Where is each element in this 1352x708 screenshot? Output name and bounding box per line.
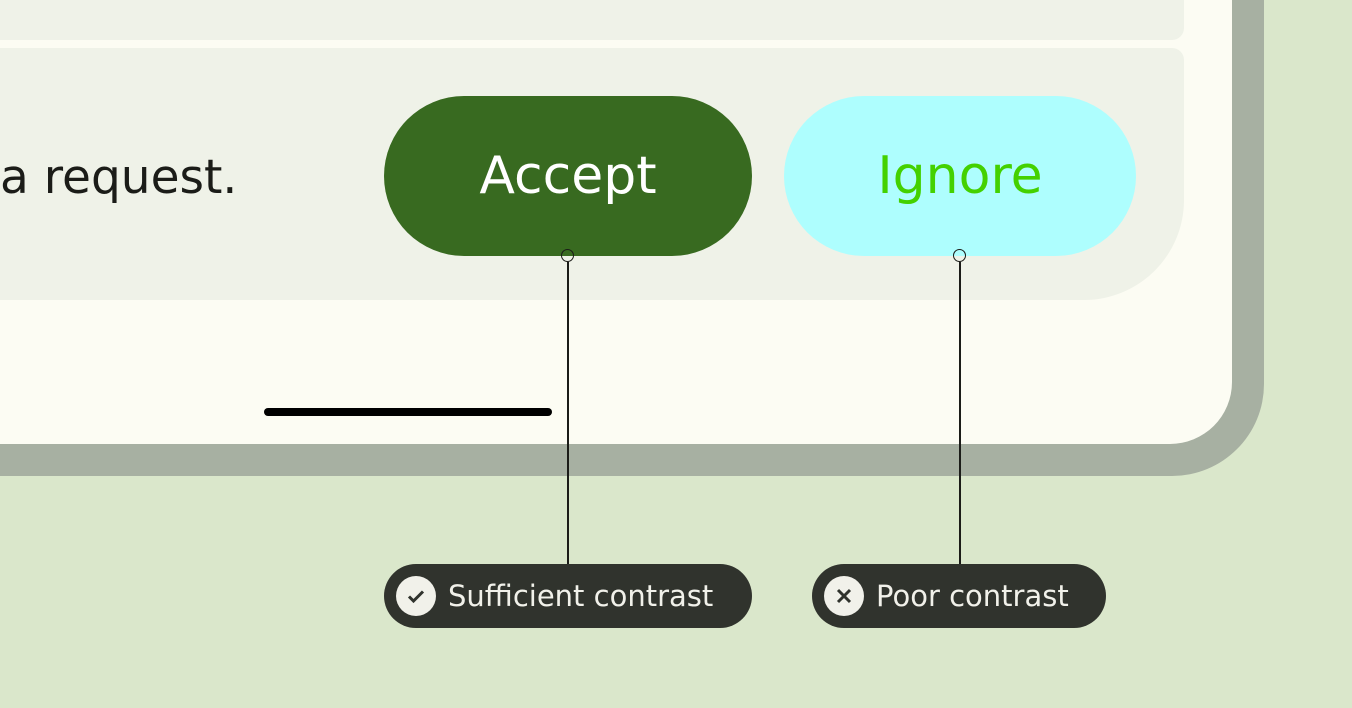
badge-label: Poor contrast: [876, 579, 1069, 613]
callout-dot-ignore: [953, 249, 966, 262]
callout-line-ignore: [959, 262, 961, 564]
close-icon: [824, 576, 864, 616]
callout-dot-accept: [561, 249, 574, 262]
notification-card-previous: [0, 0, 1184, 40]
badge-label: Sufficient contrast: [448, 579, 714, 613]
poor-contrast-badge: Poor contrast: [812, 564, 1106, 628]
sufficient-contrast-badge: Sufficient contrast: [384, 564, 752, 628]
callout-line-accept: [567, 262, 569, 564]
check-icon: [396, 576, 436, 616]
ignore-button[interactable]: Ignore: [784, 96, 1136, 256]
accept-button[interactable]: Accept: [384, 96, 752, 256]
notification-message: a request.: [0, 150, 238, 205]
home-indicator[interactable]: [264, 408, 552, 416]
